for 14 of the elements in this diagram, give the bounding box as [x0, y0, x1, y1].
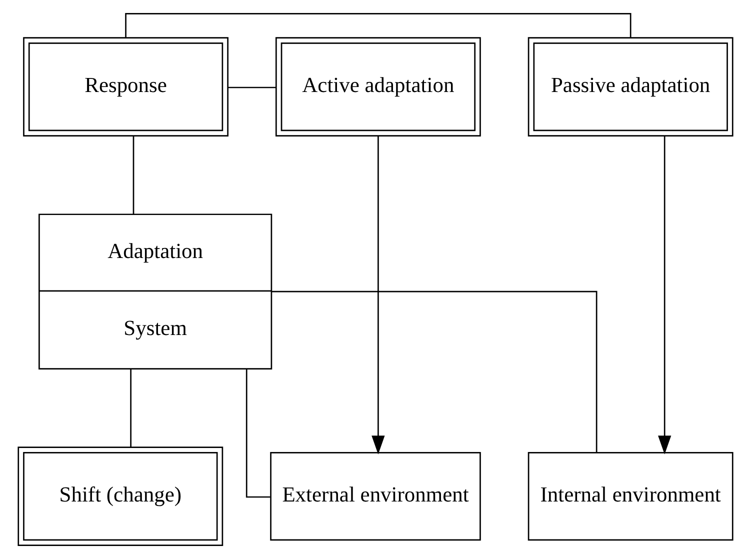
arrow [371, 136, 384, 454]
node-box: Internal environment [527, 452, 733, 541]
connector [124, 13, 631, 38]
connector [132, 136, 134, 214]
node-box: Shift (change) [17, 446, 223, 546]
connector [245, 369, 270, 498]
connector [130, 368, 131, 448]
connector [271, 290, 597, 452]
arrow [658, 136, 671, 454]
connector [228, 86, 276, 88]
node-box: External environment [270, 452, 480, 541]
node-box: Response [22, 37, 228, 137]
node-box: Active adaptation [274, 37, 480, 137]
node-box: Passive adaptation [527, 37, 733, 137]
